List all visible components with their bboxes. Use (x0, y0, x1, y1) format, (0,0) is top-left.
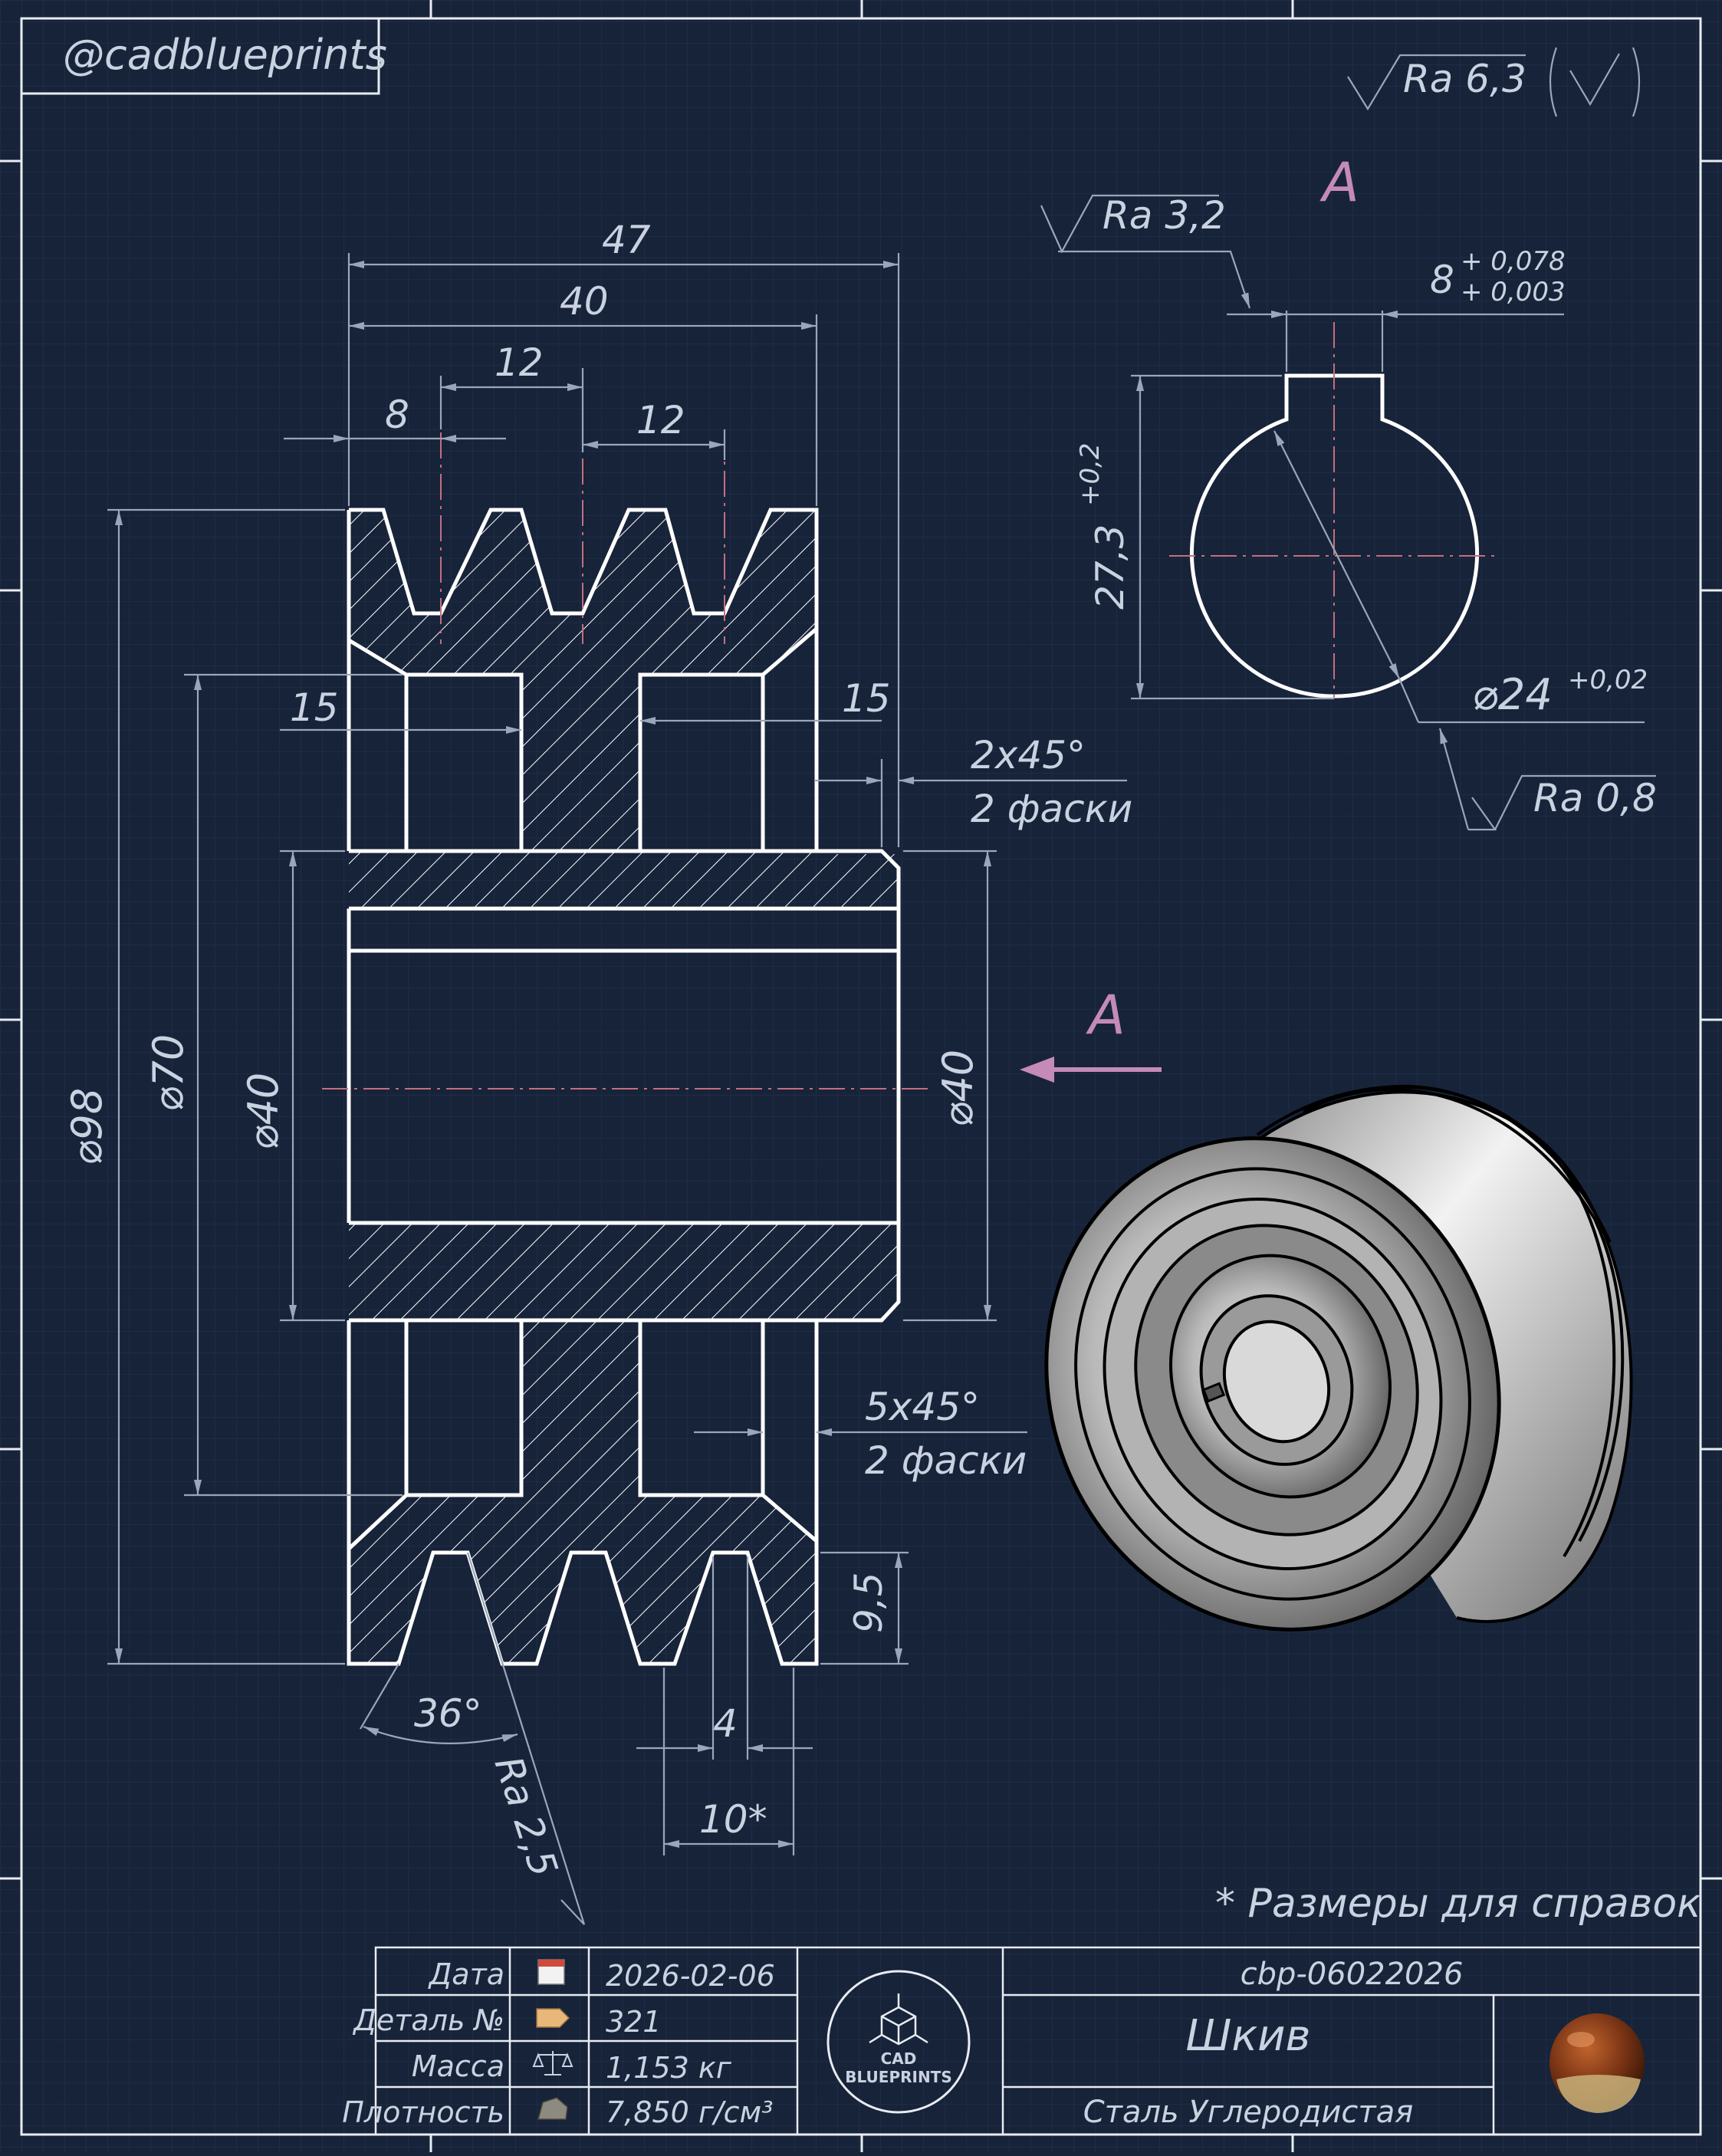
dim-chamfer-5x45: 5x45° (865, 1385, 980, 1429)
scales-icon (532, 2051, 573, 2075)
dim-d70: ⌀70 (144, 1034, 192, 1112)
logo-line1: CAD (881, 2049, 917, 2068)
chestnut-icon (1549, 2013, 1645, 2113)
pulley-3d-render (1044, 1084, 1633, 1632)
value-density: 7,850 г/см³ (606, 2095, 773, 2129)
dim-4: 4 (713, 1701, 738, 1746)
drawing-code: cbp-06022026 (1241, 1957, 1464, 1992)
dim-key-tol-upper: + 0,078 (1461, 246, 1566, 277)
calendar-icon (537, 1959, 565, 1985)
section-a-view: A 8 + 0,078 + 0,003 Ra 3,2 27,3 +0,2 ⌀24… (1040, 151, 1657, 831)
dim-47: 47 (602, 218, 651, 262)
section-marker-letter: A (1086, 984, 1126, 1047)
logo-line2: BLUEPRINTS (845, 2068, 951, 2086)
title-block: Дата Деталь № Масса Плотность 2026-02-06… (342, 1946, 1701, 2135)
material: Сталь Углеродистая (1083, 2095, 1414, 2130)
section-a-title: A (1319, 151, 1359, 214)
label-density: Плотность (342, 2095, 504, 2129)
dim-36deg: 36° (414, 1691, 482, 1736)
rock-icon (537, 2097, 568, 2120)
dim-chamfer-5x45-note: 2 фаски (865, 1438, 1027, 1483)
dim-15-right: 15 (842, 676, 891, 721)
section-marker: A (1020, 984, 1162, 1083)
general-roughness-text: Ra 6,3 (1403, 57, 1526, 101)
reference-note: * Размеры для справок (1215, 1881, 1701, 1927)
bore-roughness-text: Ra 0,8 (1533, 776, 1657, 820)
dim-key-tol-lower: + 0,003 (1461, 277, 1566, 307)
dim-d98: ⌀98 (63, 1088, 111, 1165)
value-date: 2026-02-06 (606, 1959, 775, 1993)
dim-12-b: 12 (636, 398, 685, 442)
dim-15-left: 15 (290, 685, 339, 730)
part-name: Шкив (1185, 2011, 1310, 2061)
dim-bore-tol: +0,02 (1568, 665, 1648, 695)
dim-chamfer-2x45-note: 2 фаски (971, 787, 1132, 831)
hatching (349, 510, 899, 1664)
value-part-no: 321 (606, 2005, 662, 2039)
label-part-no: Деталь № (352, 2003, 504, 2037)
dim-d40-left: ⌀40 (239, 1073, 288, 1150)
dim-12-a: 12 (495, 340, 544, 385)
dim-chamfer-2x45: 2x45° (971, 733, 1086, 777)
general-roughness: Ra 6,3 (1347, 47, 1641, 117)
keyway-roughness-text: Ra 3,2 (1103, 193, 1226, 238)
tag-icon (536, 2008, 570, 2028)
dim-key-depth-tol: +0,2 (1075, 442, 1106, 506)
dim-9-5: 9,5 (846, 1572, 891, 1633)
label-date: Дата (428, 1957, 504, 1991)
dim-10-ref: 10* (699, 1797, 767, 1842)
section-dimensions: 47 40 12 12 8 15 15 2x45° 2 фаски 5x45° … (63, 218, 1132, 1925)
label-mass: Масса (412, 2049, 504, 2083)
dim-bore-d: ⌀24 (1472, 670, 1553, 720)
watermark-text: @cadblueprints (63, 31, 387, 79)
dim-8: 8 (385, 393, 409, 437)
dim-key-width: 8 (1430, 258, 1454, 302)
dim-40: 40 (560, 279, 609, 324)
cube-icon (869, 1993, 928, 2046)
dim-key-depth: 27,3 (1088, 524, 1132, 610)
value-mass: 1,153 кг (606, 2051, 732, 2085)
cad-blueprints-logo: CAD BLUEPRINTS (826, 1970, 971, 2114)
watermark-box: @cadblueprints (21, 18, 387, 95)
section-view (322, 376, 928, 1666)
dim-d40-right: ⌀40 (934, 1050, 982, 1127)
